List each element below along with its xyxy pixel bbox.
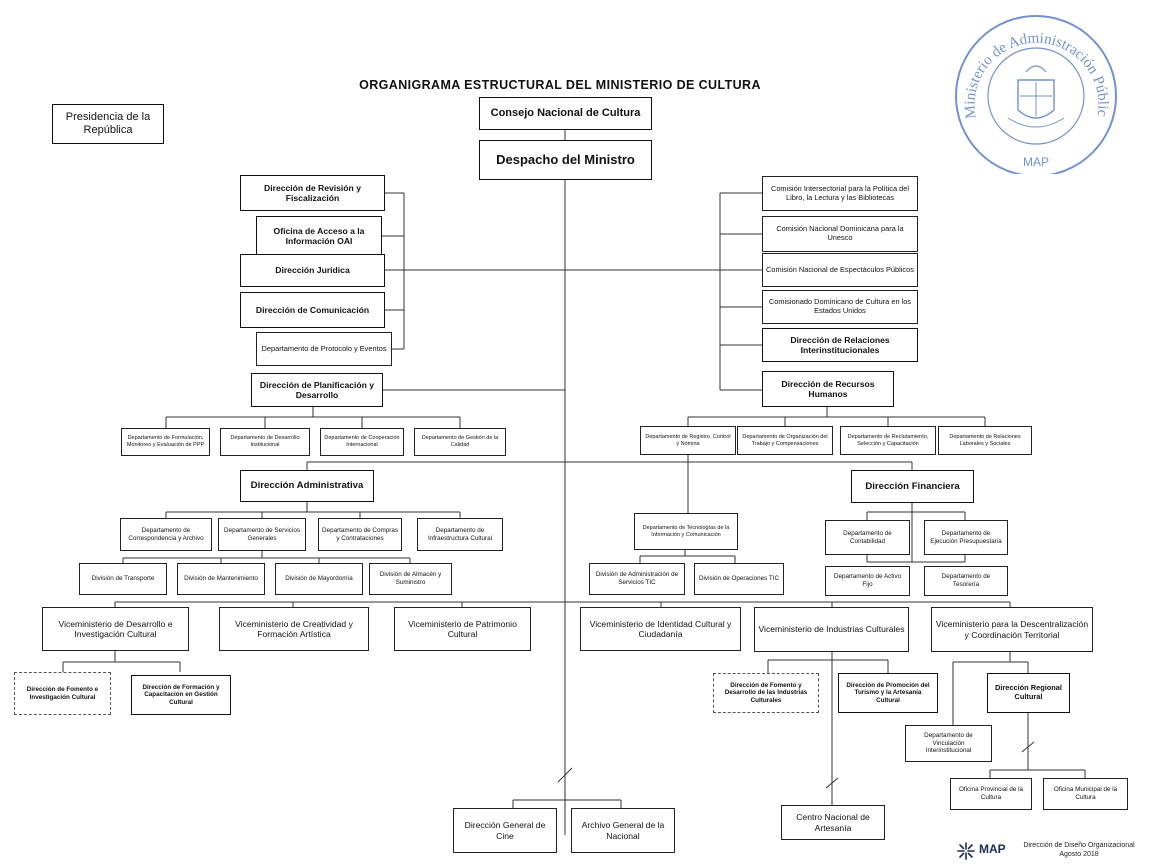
node-cine: Dirección General de Cine	[453, 808, 557, 853]
footer-date: Agosto 2018	[1059, 851, 1099, 859]
node-comision-espectaculos: Comisión Nacional de Espectáculos Públic…	[762, 253, 918, 287]
node-tic: Departamento de Tecnologías de la Inform…	[634, 513, 738, 550]
node-infraestructura: Departamento de Infraestructura Cultural	[417, 518, 503, 551]
node-regional: Dirección Regional Cultural	[987, 673, 1070, 713]
node-relaciones-laborales: Departamento de Relaciones Laborales y S…	[938, 426, 1032, 455]
footer-logo-text: MAP	[979, 842, 1006, 856]
node-promocion-turismo: Dirección de Promoción del Turismo y la …	[838, 673, 938, 713]
node-planificacion: Dirección de Planificación y Desarrollo	[251, 373, 383, 407]
map-logo-icon	[957, 842, 975, 860]
node-admin-servicios-tic: División de Administración de Servicios …	[589, 563, 685, 595]
footer-credit: Dirección de Diseño Organizacional Agost…	[1015, 841, 1143, 859]
node-revision: Dirección de Revisión y Fiscalización	[240, 175, 385, 211]
node-registro: Departamento de Registro, Control y Nómi…	[640, 426, 736, 455]
node-rrhh: Dirección de Recursos Humanos	[762, 371, 894, 407]
node-vm-industrias: Viceministerio de Industrias Culturales	[754, 607, 909, 652]
node-presidencia: Presidencia de la República	[52, 104, 164, 144]
node-vm-desarrollo: Viceministerio de Desarrollo e Investiga…	[42, 607, 189, 651]
node-comisionado-eeuu: Comisionado Dominicano de Cultura en los…	[762, 290, 918, 324]
node-contabilidad: Departamento de Contabilidad	[825, 520, 910, 555]
node-archivo-general: Archivo General de la Nacional	[571, 808, 675, 853]
node-tesoreria: Departamento de Tesorería	[924, 566, 1008, 596]
stamp-abbr: MAP	[1023, 155, 1049, 169]
node-transporte: División de Transporte	[79, 563, 167, 595]
node-desarrollo-inst: Departamento de Desarrollo Institucional	[220, 428, 310, 456]
node-almacen: División de Almacén y Suministro	[369, 563, 452, 595]
node-compras: Departamento de Compras y Contrataciones	[318, 518, 402, 551]
node-formulacion: Departamento de Formulación, Monitoreo y…	[121, 428, 210, 456]
node-cooperacion: Departamento de Cooperación Internaciona…	[320, 428, 404, 456]
node-fomento-industrias: Dirección de Fomento y Desarrollo de las…	[713, 673, 819, 713]
node-vm-descentralizacion: Viceministerio para la Descentralización…	[931, 607, 1093, 652]
node-oai: Oficina de Acceso a la Información OAI	[256, 216, 382, 256]
node-financiera: Dirección Financiera	[851, 470, 974, 503]
stamp-text: Ministerio de Administración Pública	[946, 8, 1111, 119]
node-relaciones-inter: Dirección de Relaciones Interinstitucion…	[762, 328, 918, 362]
map-stamp: Ministerio de Administración Pública MAP	[946, 8, 1117, 174]
node-fomento-investigacion: Dirección de Fomento e Investigación Cul…	[14, 672, 111, 715]
node-vm-creatividad: Viceministerio de Creatividad y Formació…	[219, 607, 369, 651]
node-oficina-municipal: Oficina Municipal de la Cultura	[1043, 778, 1128, 810]
node-mayordomia: División de Mayordomía	[275, 563, 363, 595]
node-comunicacion: Dirección de Comunicación	[240, 292, 385, 328]
node-artesania: Centro Nacional de Artesanía	[781, 805, 885, 840]
node-vinculacion: Departamento de Vinculación Interinstitu…	[905, 725, 992, 762]
node-ejecucion-presupuestaria: Departamento de Ejecución Presupuestaria	[924, 520, 1008, 555]
node-despacho: Despacho del Ministro	[479, 140, 652, 180]
node-operaciones-tic: División de Operaciones TIC	[694, 563, 784, 595]
node-organizacion-trabajo: Departamento de Organización del Trabajo…	[737, 426, 833, 455]
node-oficina-provincial: Oficina Provincial de la Cultura	[950, 778, 1032, 810]
node-vm-identidad: Viceministerio de Identidad Cultural y C…	[580, 607, 741, 651]
node-servicios-generales: Departamento de Servicios Generales	[218, 518, 306, 551]
node-juridica: Dirección Jurídica	[240, 254, 385, 287]
footer: MAP Dirección de Diseño Organizacional A…	[955, 840, 1145, 864]
node-vm-patrimonio: Viceministerio de Patrimonio Cultural	[394, 607, 531, 651]
chart-title: ORGANIGRAMA ESTRUCTURAL DEL MINISTERIO D…	[359, 78, 761, 92]
node-correspondencia: Departamento de Correspondencia y Archiv…	[120, 518, 212, 551]
node-comision-libro: Comisión Intersectorial para la Política…	[762, 176, 918, 211]
node-gestion-calidad: Departamento de Gestión de la Calidad	[414, 428, 506, 456]
node-mantenimiento: División de Mantenimiento	[177, 563, 265, 595]
node-consejo: Consejo Nacional de Cultura	[479, 97, 652, 130]
node-protocolo: Departamento de Protocolo y Eventos	[256, 332, 392, 366]
node-formacion-capacitacion: Dirección de Formación y Capacitación en…	[131, 675, 231, 715]
node-administrativa: Dirección Administrativa	[240, 470, 374, 502]
node-comision-unesco: Comisión Nacional Dominicana para la Une…	[762, 216, 918, 252]
node-activo-fijo: Departamento de Activo Fijo	[825, 566, 910, 596]
node-reclutamiento: Departamento de Reclutamiento, Selección…	[840, 426, 936, 455]
footer-dept: Dirección de Diseño Organizacional	[1023, 842, 1135, 849]
